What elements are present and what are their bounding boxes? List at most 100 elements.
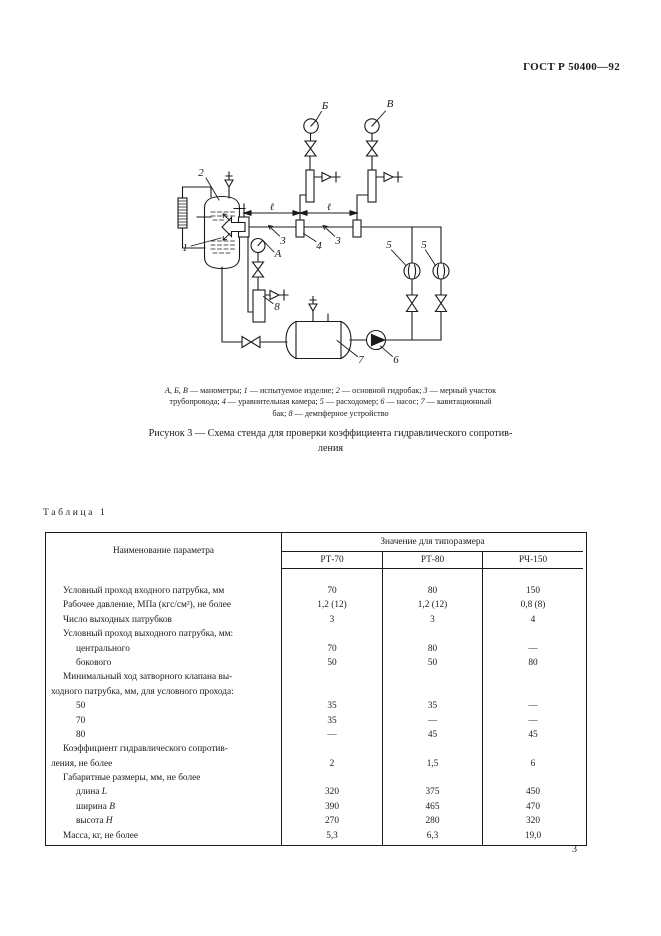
parameter-dimension-letter: L (101, 787, 107, 798)
damper-device (252, 289, 266, 323)
parameter-value: 6 (530, 758, 536, 769)
parameter-value: 465 (425, 801, 440, 812)
drain-symbol-b (321, 171, 333, 183)
caption-segment: — основной гидробак; (339, 386, 424, 395)
parameter-name-line: 80 (46, 728, 281, 742)
parameter-value: 3 (329, 614, 335, 625)
gauge-chamber-b (305, 169, 315, 203)
parameter-value (383, 670, 482, 684)
test-item (221, 213, 250, 241)
pump (365, 329, 387, 351)
parameter-text: бокового (76, 657, 112, 668)
page-number: 3 (572, 844, 577, 855)
parameter-value: 45 (427, 729, 438, 740)
parameter-value: 320 (526, 816, 540, 827)
equalizing-chamber-1 (295, 219, 305, 238)
parameter-value (483, 742, 583, 756)
parameter-value: 80 (427, 586, 438, 596)
figure-caption-line: А, Б, В — манометры; 1 — испытуемое изде… (15, 385, 646, 396)
parameter-value (282, 670, 382, 684)
label-item-2: 2 (198, 167, 204, 179)
parameter-text: Условный проход входного патрубка, мм (63, 586, 225, 596)
parameter-value: 35 (327, 715, 337, 726)
parameter-value: 3 (430, 614, 435, 625)
label-dim-2: ℓ (327, 202, 331, 213)
parameter-value (483, 771, 583, 785)
parameter-value: 6,3 (426, 830, 439, 841)
caption-segment: 7 (420, 397, 425, 407)
label-gauge-v: В (387, 98, 394, 110)
valve-b (303, 140, 318, 157)
caption-segment: 4 (221, 397, 226, 407)
label-item-6: 6 (393, 354, 399, 366)
parameter-name-line: длина L (46, 785, 281, 799)
parameter-text: высота (76, 816, 106, 827)
parameter-name-line: высота H (46, 814, 281, 828)
parameter-value (483, 685, 583, 699)
parameter-text: ления, не более (51, 758, 113, 769)
label-item-5a: 5 (386, 239, 392, 251)
gauge-a (250, 237, 266, 254)
parameter-text: Минимальный ход затворного клапана вы- (63, 672, 233, 683)
parameter-text: 80 (76, 729, 86, 740)
parameter-name-line: 70 (46, 714, 281, 728)
valve-v (365, 140, 379, 157)
parameter-value: 150 (526, 586, 540, 596)
caption-segment: — манометры; (187, 386, 244, 395)
parameter-value: 19,0 (524, 830, 542, 841)
parameter-text: длина (76, 787, 102, 798)
figure-title-line2: ления (317, 443, 344, 454)
parameter-name-line: ширина B (46, 800, 281, 814)
parameter-name-line: Масса, кг, не более (46, 829, 281, 843)
leader-lines (190, 110, 437, 358)
caption-segment: трубопровода; (169, 397, 222, 407)
parameter-value: 80 (528, 657, 538, 668)
parameter-name-line: Минимальный ход затворного клапана вы- (46, 670, 281, 684)
parameter-name-line: Условный проход выходного патрубка, мм: (46, 627, 281, 641)
parameter-text: 70 (76, 715, 86, 726)
caption-segment: 6 (380, 397, 385, 407)
label-item-3a: 3 (279, 235, 286, 247)
parameter-value (383, 627, 482, 641)
parameter-value: 375 (425, 787, 440, 798)
parameter-value: — (327, 729, 337, 740)
parameter-value (383, 685, 482, 699)
parameter-name-line: бокового (46, 656, 281, 670)
column-header-size-2: РТ-80 (383, 552, 483, 569)
caption-segment: А, Б, В (164, 386, 188, 395)
valve-bottom (241, 335, 261, 349)
caption-segment: 5 (319, 397, 324, 407)
parameter-dimension-letter: H (105, 816, 113, 827)
table-label: Таблица 1 (43, 507, 108, 518)
parameter-name-line: 50 (46, 699, 281, 713)
label-gauge-b: Б (321, 100, 329, 112)
parameter-value: 35 (327, 701, 337, 712)
drain-symbol-damper (269, 289, 281, 301)
parameter-value: 1,2 (12) (417, 600, 448, 611)
column-header-parameter: Наименование параметра (46, 533, 282, 569)
caption-segment: — уравнительная камера; (225, 397, 320, 407)
figure-caption: А, Б, В — манометры; 1 — испытуемое изде… (15, 385, 646, 419)
valve-flow-2 (434, 294, 448, 313)
parameter-name-line: центрального (46, 642, 281, 656)
parameter-value: 35 (427, 701, 438, 712)
label-item-8: 8 (274, 301, 280, 313)
caption-segment: — кавитационный (424, 397, 492, 407)
test-stand-schematic: 2 1 А Б В 3 3 4 5 5 6 7 8 ℓ ℓ (177, 98, 450, 366)
label-gauge-a: А (274, 248, 282, 260)
parameter-text: Число выходных патрубков (63, 614, 172, 625)
equalizing-chamber-2 (352, 219, 362, 238)
parameter-name-line: Габаритные размеры, мм, не более (46, 771, 281, 785)
label-item-3b: 3 (334, 235, 341, 247)
drain-symbol-v (383, 171, 395, 183)
parameter-value: 80 (427, 643, 438, 654)
parameter-value: 270 (325, 816, 339, 827)
parameter-value (483, 670, 583, 684)
parameter-value: 45 (528, 729, 538, 740)
document-code: ГОСТ Р 50400—92 (523, 61, 620, 73)
parameters-table: Наименование параметра Значение для типо… (45, 532, 587, 846)
